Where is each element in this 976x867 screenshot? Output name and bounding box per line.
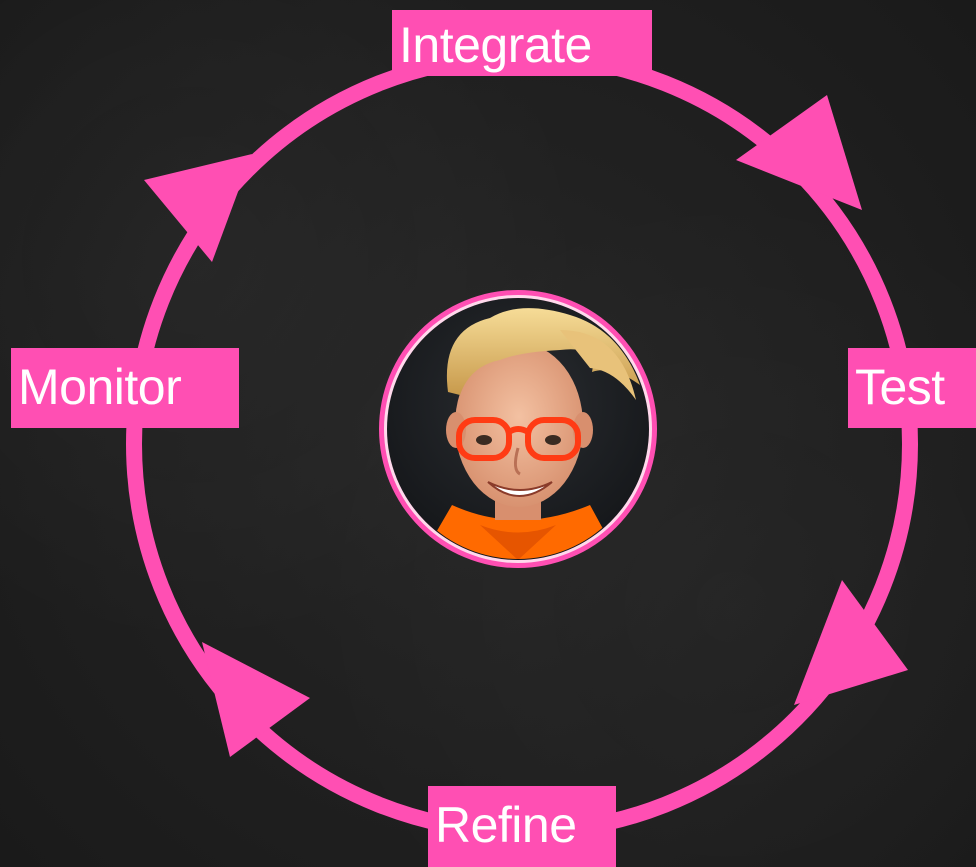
person-avatar-icon xyxy=(379,290,657,568)
arrow-refine-to-monitor-icon xyxy=(202,642,310,757)
arrow-test-to-refine-icon xyxy=(794,580,908,705)
step-label-refine: Refine xyxy=(428,786,616,867)
arrow-monitor-to-integrate-icon xyxy=(144,154,252,262)
arrow-integrate-to-test-icon xyxy=(736,95,862,210)
step-label-integrate: Integrate xyxy=(392,10,652,76)
step-label-test: Test xyxy=(848,348,976,428)
step-label-monitor: Monitor xyxy=(11,348,239,428)
